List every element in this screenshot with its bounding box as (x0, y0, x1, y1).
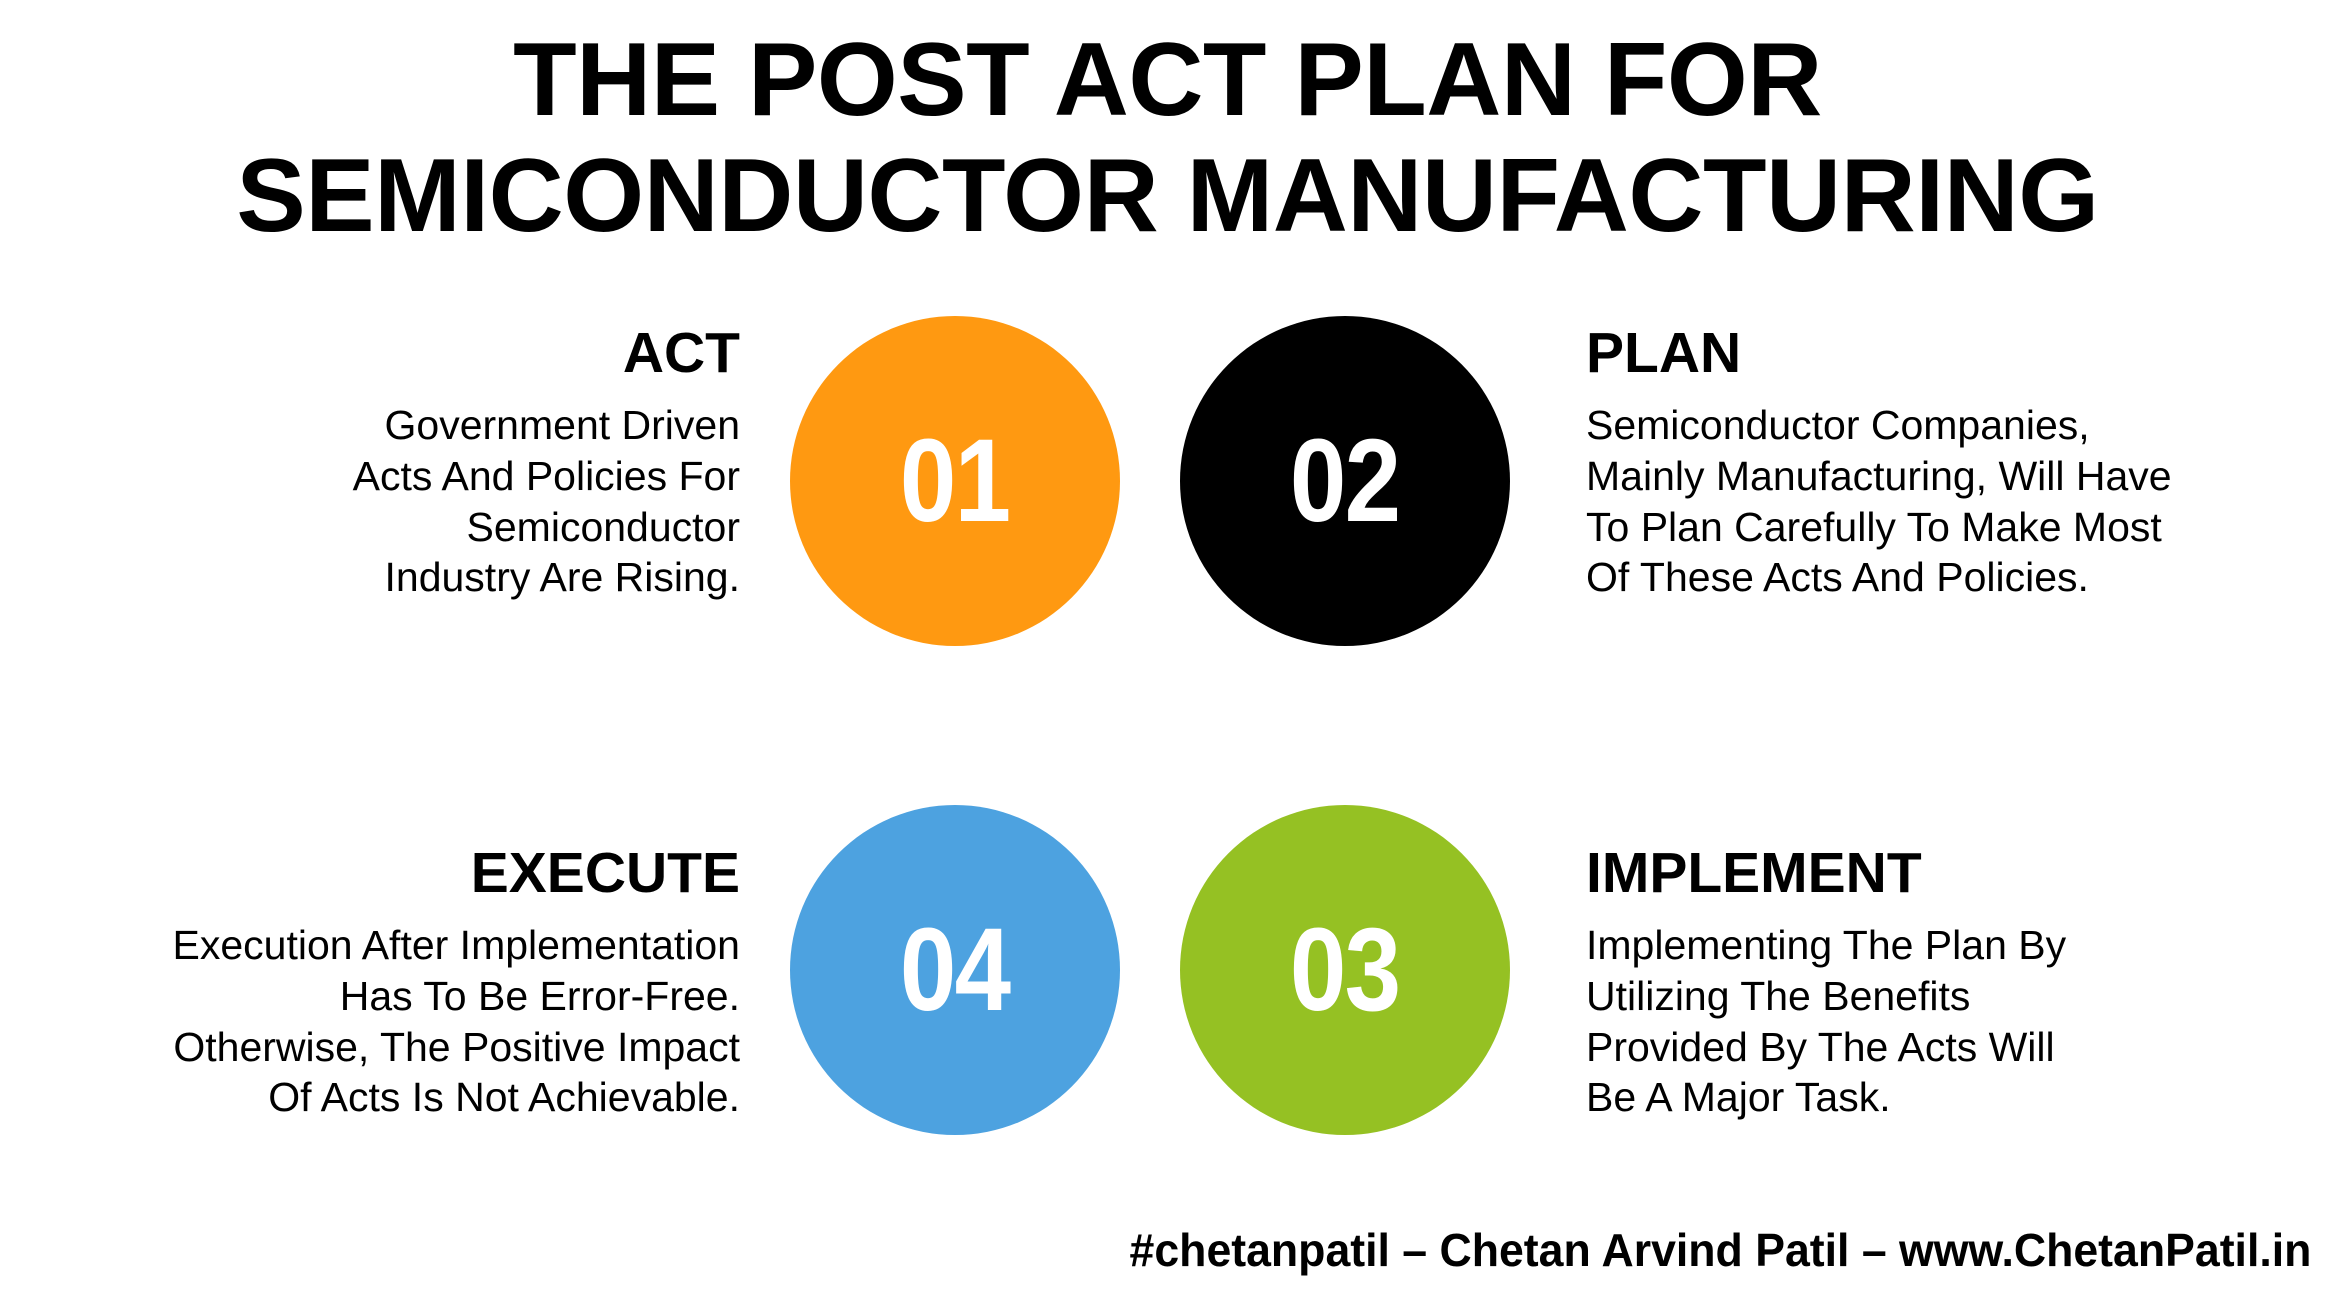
step-body-line: Utilizing The Benefits (1586, 972, 1971, 1019)
page-title: THE POST ACT PLAN FOR SEMICONDUCTOR MANU… (0, 22, 2335, 255)
step-body-line: Industry Are Rising. (384, 554, 741, 601)
footer-attribution: #chetanpatil – Chetan Arvind Patil – www… (1129, 1224, 2311, 1276)
title-line-2: SEMICONDUCTOR MANUFACTURING (236, 138, 2099, 255)
step-heading-execute: EXECUTE (470, 841, 740, 905)
step-text-plan: PLAN Semiconductor Companies, Mainly Man… (1586, 325, 2335, 603)
step-body-line: Acts And Policies For (352, 452, 740, 499)
step-heading-plan: PLAN (1586, 321, 1742, 385)
step-circle-01[interactable]: 01 (790, 316, 1120, 646)
step-body-line: Provided By The Acts Will (1586, 1023, 2055, 1070)
step-text-implement: IMPLEMENT Implementing The Plan By Utili… (1586, 845, 2335, 1123)
step-body-plan: Semiconductor Companies, Mainly Manufact… (1586, 400, 2335, 603)
step-body-line: Semiconductor Companies, (1586, 402, 2090, 448)
step-body-line: Of These Acts And Policies. (1586, 554, 2089, 601)
step-body-line: To Plan Carefully To Make Most (1586, 503, 2162, 550)
step-circle-02[interactable]: 02 (1180, 316, 1510, 646)
step-text-act: ACT Government Driven Acts And Policies … (40, 325, 740, 603)
step-heading-implement: IMPLEMENT (1586, 841, 1922, 905)
step-body-line: Execution After Implementation (172, 922, 740, 968)
step-heading-act: ACT (622, 321, 740, 385)
step-body-implement: Implementing The Plan By Utilizing The B… (1586, 920, 2335, 1123)
step-number-01: 01 (900, 415, 1011, 547)
step-circle-04[interactable]: 04 (790, 805, 1120, 1135)
step-number-02: 02 (1290, 415, 1401, 547)
step-body-act: Government Driven Acts And Policies For … (40, 400, 740, 603)
step-circle-03[interactable]: 03 (1180, 805, 1510, 1135)
step-body-line: Government Driven (384, 402, 740, 448)
step-body-line: Semiconductor (466, 503, 740, 550)
step-body-line: Mainly Manufacturing, Will Have (1586, 452, 2172, 499)
step-text-execute: EXECUTE Execution After Implementation H… (20, 845, 740, 1123)
step-body-execute: Execution After Implementation Has To Be… (20, 920, 740, 1123)
step-body-line: Otherwise, The Positive Impact (173, 1023, 740, 1070)
step-body-line: Be A Major Task. (1586, 1074, 1891, 1121)
step-body-line: Of Acts Is Not Achievable. (268, 1074, 740, 1121)
step-body-line: Has To Be Error-Free. (339, 972, 740, 1019)
step-body-line: Implementing The Plan By (1586, 922, 2067, 968)
step-number-03: 03 (1290, 904, 1401, 1036)
title-line-1: THE POST ACT PLAN FOR (513, 22, 1822, 138)
step-number-04: 04 (900, 904, 1011, 1036)
